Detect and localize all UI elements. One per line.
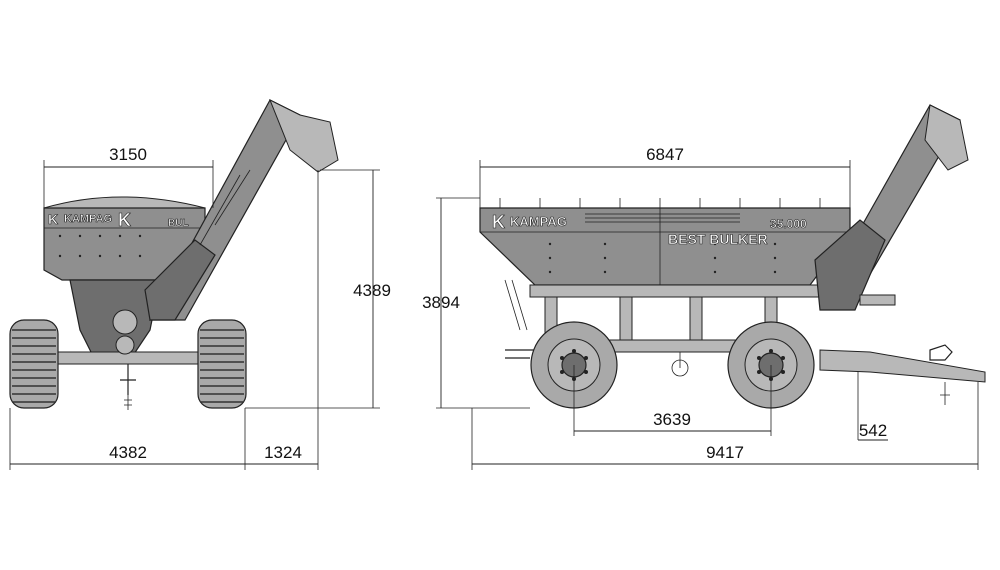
front-badge: BUL <box>168 218 189 229</box>
dim-3894: 3894 <box>422 293 460 312</box>
dim-3150: 3150 <box>109 145 147 164</box>
dim-542: 542 <box>859 421 887 440</box>
dim-4382: 4382 <box>109 443 147 462</box>
front-logo-mark: K <box>48 211 58 227</box>
front-dim-bottom-width: 4382 1324 <box>9 170 319 470</box>
side-model-number: 35.000 <box>770 217 807 231</box>
front-chain <box>124 395 132 410</box>
front-left-tire <box>9 319 59 409</box>
side-auger-lower <box>814 219 886 311</box>
side-top-posts <box>499 198 821 208</box>
side-logo-mark: K <box>492 212 505 232</box>
front-dim-top-width: 3150 <box>43 145 214 208</box>
front-logo-mark-2: K <box>118 210 131 230</box>
front-rivets <box>58 234 142 258</box>
front-hitch <box>120 364 136 395</box>
side-chassis-frame <box>529 284 826 298</box>
front-view: K KAMPAG K BUL <box>9 98 391 470</box>
side-dim-height: 3894 <box>422 197 530 409</box>
front-auger-lower <box>144 239 216 321</box>
side-dim-drawbar: 542 <box>857 372 888 441</box>
front-right-tire <box>197 319 247 409</box>
side-drawbar <box>819 349 986 383</box>
side-auger-spout <box>924 104 969 171</box>
side-rivets <box>548 242 777 274</box>
dim-1324: 1324 <box>264 443 302 462</box>
front-hopper-lid <box>43 196 206 209</box>
dim-4389: 4389 <box>353 281 391 300</box>
side-dim-total-length: 9417 <box>471 382 979 470</box>
side-logo-text: KAMPAG <box>510 214 567 229</box>
side-dim-top-length: 6847 <box>479 145 851 208</box>
front-auger-spout <box>269 98 339 173</box>
dim-3639: 3639 <box>653 410 691 429</box>
dim-9417: 9417 <box>706 443 744 462</box>
dim-6847: 6847 <box>646 145 684 164</box>
front-dim-height: 4389 <box>245 169 391 409</box>
side-model-name: BEST BULKER <box>668 231 768 247</box>
side-dim-axle-span: 3639 <box>573 365 772 436</box>
front-logo-text: KAMPAG <box>64 213 112 225</box>
side-view: K KAMPAG BEST BULKER 35.000 <box>422 104 986 470</box>
